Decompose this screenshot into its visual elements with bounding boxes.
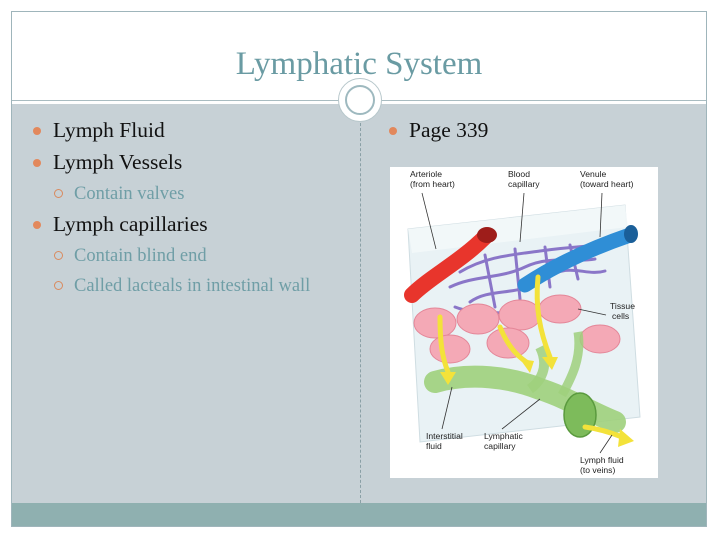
leader-line bbox=[599, 434, 613, 454]
leader-line bbox=[599, 192, 603, 238]
tissue-cell bbox=[456, 303, 500, 335]
lymphatic-diagram-svg: Arteriole (from heart) Blood capillary V… bbox=[404, 169, 641, 475]
leader-lines bbox=[421, 192, 613, 454]
bullet-dot-icon bbox=[33, 221, 41, 229]
circle-ornament-icon bbox=[338, 78, 382, 122]
footer-bar bbox=[12, 503, 706, 526]
right-bullet-list: Page 339 bbox=[388, 117, 688, 144]
leader-line bbox=[577, 308, 607, 316]
tissue-block-top bbox=[408, 205, 628, 253]
sub-bullet-item: Contain blind end bbox=[32, 244, 332, 268]
arrowhead-icon bbox=[440, 372, 456, 385]
bullet-dot-icon bbox=[389, 127, 397, 135]
sub-bullet-item: Contain valves bbox=[32, 182, 332, 206]
arteriole-opening bbox=[477, 227, 497, 243]
flow-arrow-path bbox=[437, 314, 451, 375]
label-lymphatic-capillary-sub: capillary bbox=[484, 441, 516, 451]
bullet-item: Lymph capillaries bbox=[32, 211, 332, 238]
label-blood-capillary-sub: capillary bbox=[508, 179, 540, 189]
sub-bullet-text: Contain blind end bbox=[74, 246, 207, 266]
sub-bullet-item: Called lacteals in intestinal wall bbox=[32, 274, 332, 298]
flow-arrow-path bbox=[534, 274, 553, 360]
left-bullet-list: Lymph Fluid Lymph Vessels Contain valves… bbox=[32, 117, 332, 298]
lymphatic-branch bbox=[526, 344, 550, 394]
tissue-cell bbox=[413, 307, 457, 339]
bullet-text: Lymph Vessels bbox=[53, 150, 183, 174]
label-blood-capillary: Blood bbox=[508, 169, 530, 179]
bullet-text: Lymph capillaries bbox=[53, 212, 208, 236]
sub-bullet-text: Called lacteals in intestinal wall bbox=[74, 276, 311, 296]
sub-bullet-text: Contain valves bbox=[74, 184, 185, 204]
label-venule-sub: (toward heart) bbox=[580, 179, 634, 189]
flow-arrowheads bbox=[440, 357, 634, 447]
leader-line bbox=[501, 398, 541, 430]
label-lymphatic-capillary: Lymphatic bbox=[484, 431, 524, 441]
leader-line bbox=[421, 192, 437, 250]
bullet-item: Page 339 bbox=[388, 117, 688, 144]
label-arteriole-sub: (from heart) bbox=[410, 179, 455, 189]
capillary-path bbox=[513, 247, 522, 301]
venule-opening bbox=[624, 225, 638, 243]
arrowhead-icon bbox=[520, 359, 534, 373]
circle-ornament-inner bbox=[345, 85, 375, 115]
label-lymph-fluid: Lymph fluid bbox=[580, 455, 624, 465]
bullet-text: Page 339 bbox=[409, 118, 489, 142]
label-venule: Venule bbox=[580, 169, 607, 179]
slide-title: Lymphatic System bbox=[235, 46, 483, 82]
bullet-ring-icon bbox=[54, 281, 63, 290]
arrowhead-icon bbox=[618, 429, 634, 447]
left-column: Lymph Fluid Lymph Vessels Contain valves… bbox=[32, 112, 332, 298]
leader-line bbox=[519, 192, 525, 243]
column-divider bbox=[360, 118, 361, 503]
tissue-cell bbox=[429, 334, 471, 364]
label-interstitial: Interstitial bbox=[426, 431, 463, 441]
label-interstitial-sub: fluid bbox=[426, 441, 442, 451]
label-lymph-fluid-sub: (to veins) bbox=[580, 465, 615, 475]
leader-line bbox=[441, 386, 453, 430]
tissue-cell bbox=[538, 294, 582, 324]
label-tissue-sub: cells bbox=[612, 311, 629, 321]
bullet-ring-icon bbox=[54, 251, 63, 260]
right-column: Page 339 bbox=[388, 112, 688, 144]
label-tissue: Tissue bbox=[610, 301, 635, 311]
label-arteriole: Arteriole bbox=[410, 169, 442, 179]
tissue-cells bbox=[413, 294, 621, 364]
lymphatic-diagram: Arteriole (from heart) Blood capillary V… bbox=[390, 167, 658, 478]
bullet-dot-icon bbox=[33, 127, 41, 135]
bullet-ring-icon bbox=[54, 189, 63, 198]
capillary-path bbox=[483, 253, 497, 309]
tissue-cell bbox=[579, 324, 621, 354]
arrowhead-icon bbox=[542, 357, 558, 370]
bullet-text: Lymph Fluid bbox=[53, 118, 165, 142]
tissue-cell bbox=[498, 299, 542, 331]
arteriole-vessel bbox=[404, 229, 493, 303]
lymphatic-branch bbox=[558, 331, 584, 398]
bullet-item: Lymph Vessels bbox=[32, 149, 332, 176]
bullet-item: Lymph Fluid bbox=[32, 117, 332, 144]
bullet-dot-icon bbox=[33, 159, 41, 167]
